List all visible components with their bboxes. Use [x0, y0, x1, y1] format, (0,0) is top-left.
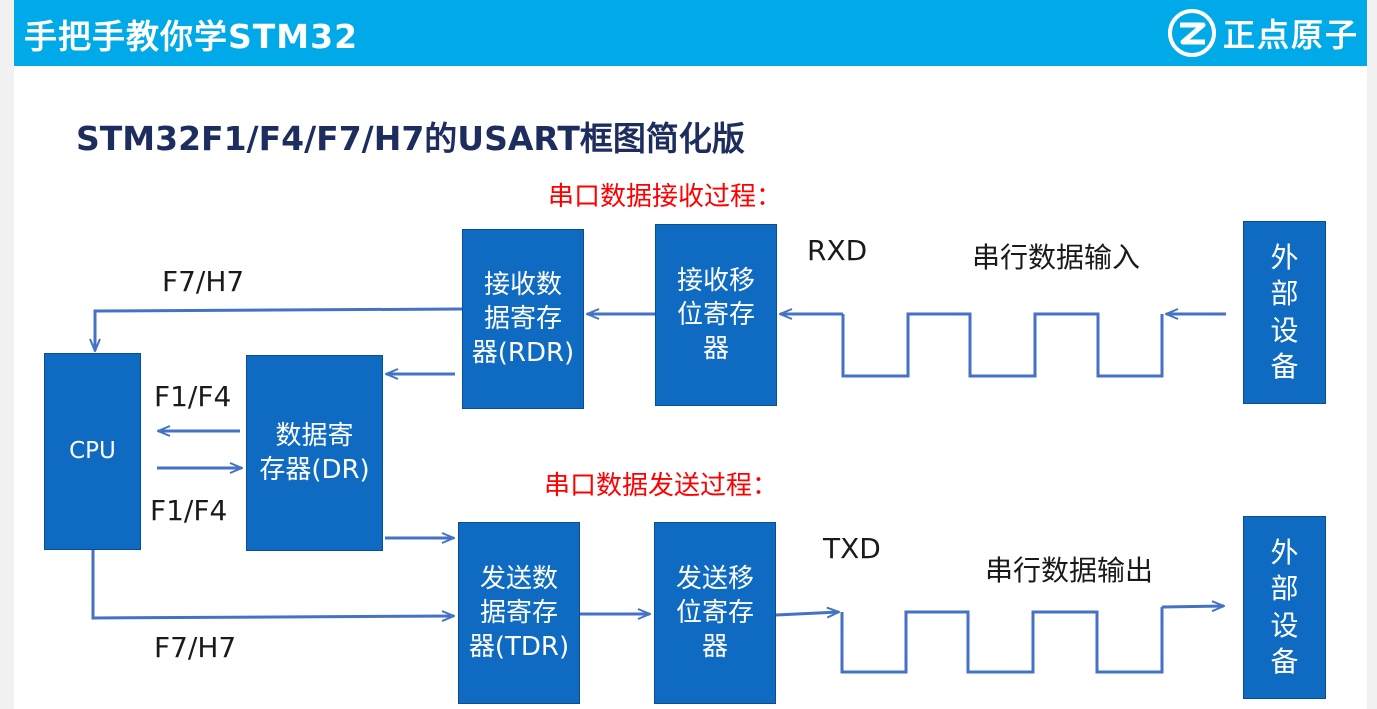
f1f4-bottom-label: F1/F4 [150, 494, 228, 527]
external-device-receive-box: 外 部 设 备 [1243, 221, 1326, 404]
f7h7-top-label: F7/H7 [162, 265, 245, 298]
transmit-process-title: 串口数据发送过程： [544, 471, 779, 501]
slide-subtitle: STM32F1/F4/F7/H7的USART框图简化版 [76, 119, 745, 158]
cpu-box: CPU [44, 353, 141, 550]
external-device-transmit-box: 外 部 设 备 [1243, 516, 1326, 699]
rxd-label: RXD [807, 234, 868, 267]
header-bar: 手把手教你学STM32 正点原子 [14, 0, 1367, 66]
transmit-shift-register-box: 发送移 位寄存 器 [654, 522, 776, 704]
shift-to-tx-waveform-arrow [775, 612, 839, 615]
txd-label: TXD [823, 532, 881, 565]
rdr-register-box: 接收数 据寄存 器(RDR) [462, 229, 584, 409]
receive-shift-register-box: 接收移 位寄存 器 [655, 224, 777, 406]
header-title: 手把手教你学STM32 [24, 17, 359, 56]
slide-left-margin [0, 0, 14, 709]
tx-waveform [840, 607, 1164, 674]
txd-output-arrow [1161, 606, 1224, 607]
brand-name: 正点原子 [1222, 16, 1359, 54]
rdr-to-cpu-arrow [95, 307, 463, 351]
serial-input-label: 串行数据输入 [972, 241, 1141, 274]
zhengdian-logo-icon [1167, 9, 1216, 57]
slide-right-margin [1367, 0, 1377, 709]
serial-output-label: 串行数据输出 [985, 554, 1154, 587]
rx-waveform [841, 312, 1164, 378]
dr-register-box: 数据寄 存器(DR) [246, 355, 383, 551]
tdr-register-box: 发送数 据寄存 器(TDR) [458, 522, 580, 704]
brand: 正点原子 [1167, 6, 1359, 60]
f7h7-bottom-label: F7/H7 [154, 631, 237, 664]
receive-process-title: 串口数据接收过程： [548, 182, 783, 212]
cpu-to-tdr-arrow [91, 550, 454, 618]
f1f4-top-label: F1/F4 [154, 380, 232, 413]
